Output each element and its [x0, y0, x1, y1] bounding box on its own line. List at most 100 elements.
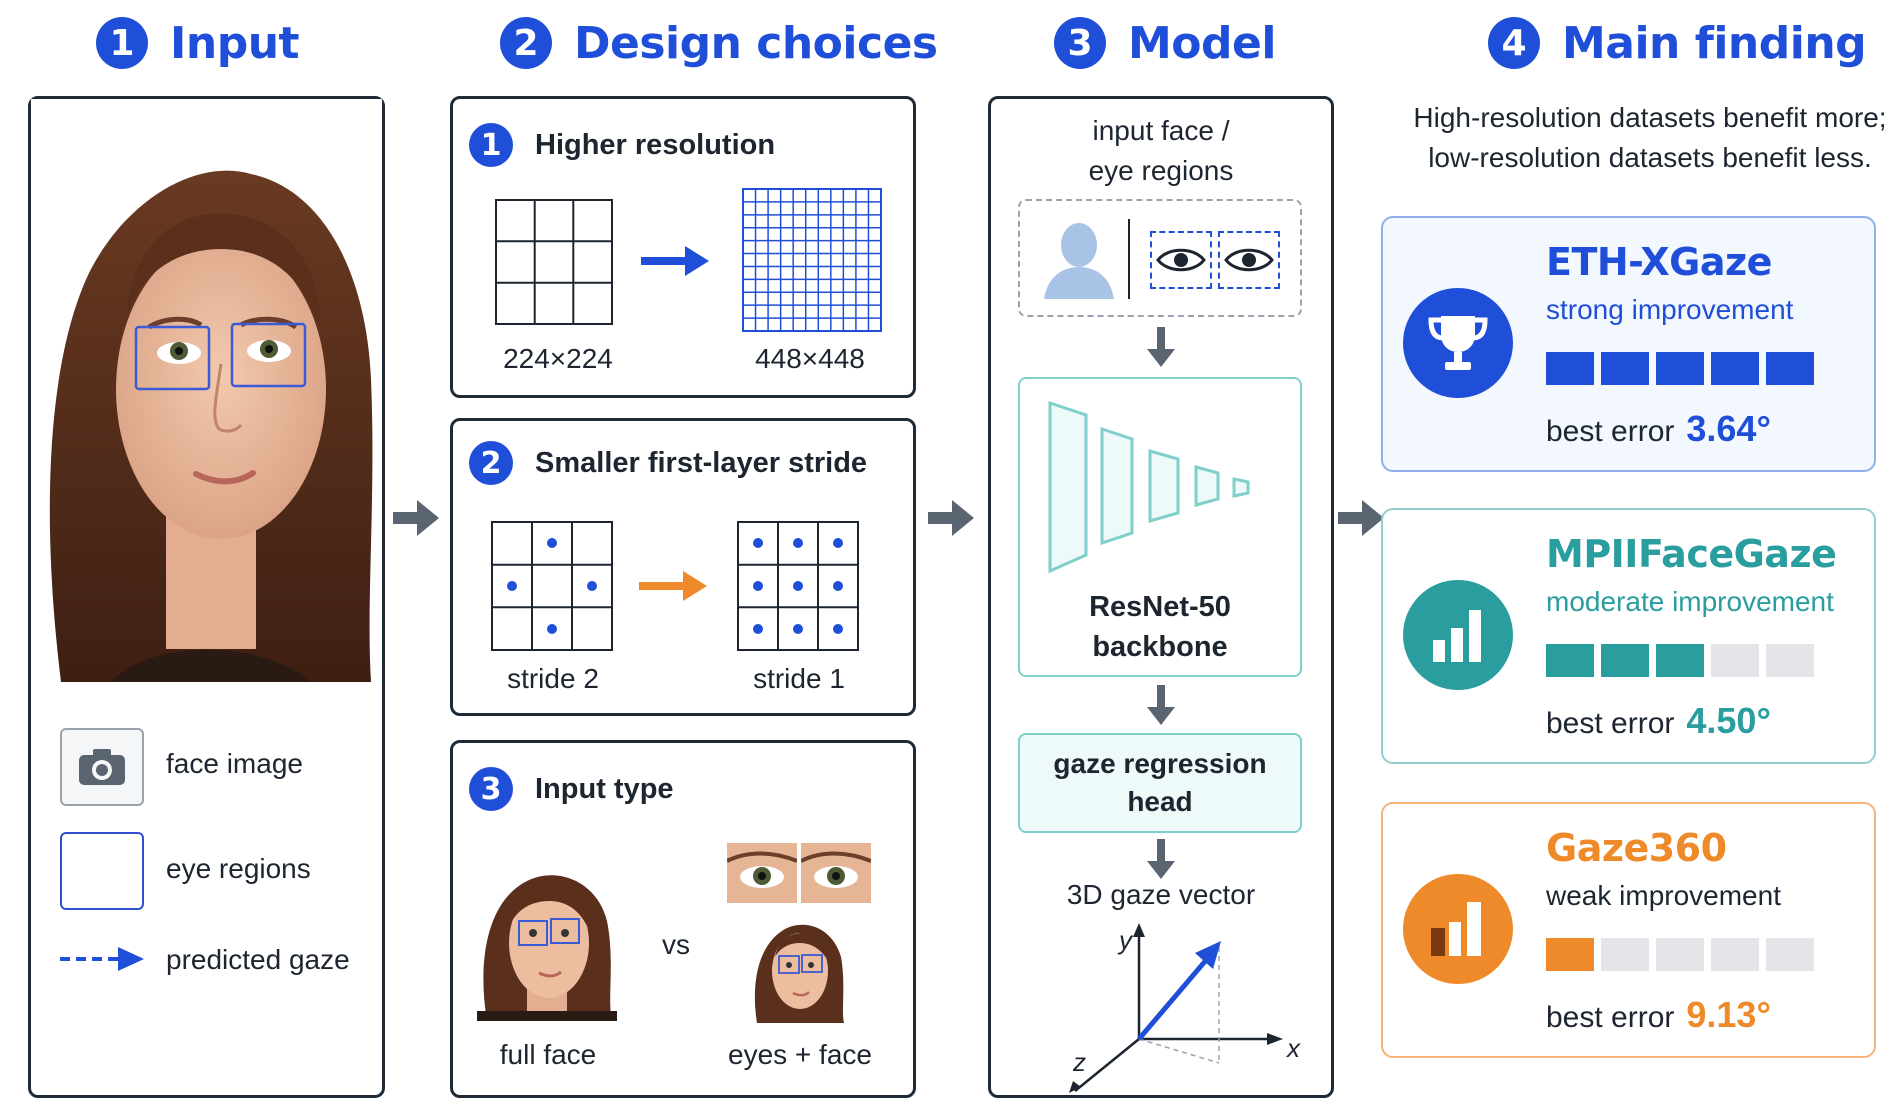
rating-segment-empty: [1711, 644, 1759, 677]
axis-y-label: y: [1119, 925, 1132, 955]
rating-segment-filled: [1546, 352, 1594, 385]
regression-head-box: gaze regression head: [1018, 733, 1302, 833]
rating-segment-filled: [1766, 352, 1814, 385]
flow-arrow-icon: [393, 500, 439, 536]
stride-1-label: stride 1: [753, 663, 845, 694]
best-error-value: 4.50°: [1686, 700, 1771, 741]
resolution-high-label: 448×448: [755, 343, 865, 374]
improvement-label: moderate improvement: [1546, 586, 1834, 617]
bar-chart-icon: [1403, 580, 1513, 690]
best-error: best error 4.50°: [1546, 700, 1771, 742]
axis-x-label: x: [1287, 1033, 1300, 1063]
improvement-label: strong improvement: [1546, 294, 1794, 325]
choice-title: Smaller first-layer stride: [535, 446, 868, 479]
finding-card: MPIIFaceGaze moderate improvement best err…: [1381, 508, 1876, 764]
arrow-down-icon: [1147, 839, 1175, 879]
choice-number: 1: [469, 123, 513, 167]
input-preview-box: [1018, 199, 1302, 317]
dataset-name: Gaze360: [1546, 826, 1727, 870]
section-number: 4: [1488, 17, 1540, 69]
model-panel: input face / eye regions ResNet-50 backb…: [988, 96, 1334, 1098]
arrow-right-icon: [641, 246, 709, 276]
3d-axes-diagram: [1069, 923, 1283, 1093]
finding-description-2: low-resolution datasets benefit less.: [1428, 142, 1872, 173]
arrow-down-icon: [1147, 327, 1175, 367]
rating-segment-filled: [1711, 352, 1759, 385]
backbone-label-2: backbone: [1092, 631, 1228, 663]
rating-segment-empty: [1766, 644, 1814, 677]
resolution-low-label: 224×224: [503, 343, 613, 374]
section-title: Main finding: [1562, 17, 1867, 69]
arrow-right-orange-icon: [639, 571, 707, 601]
eye-icon: [1156, 248, 1206, 272]
arrow-down-icon: [1147, 685, 1175, 725]
best-error-label: best error: [1546, 707, 1675, 740]
head-label-1: gaze regression: [1053, 748, 1267, 779]
small-face-thumbnail: [751, 915, 847, 1023]
design-choice-higher-resolution: 1 Higher resolution 224×224 448×448: [450, 96, 916, 398]
flow-arrow-icon: [928, 500, 974, 536]
section-title: Model: [1128, 17, 1276, 69]
rating-segment-empty: [1656, 938, 1704, 971]
grid-3x3: [495, 199, 613, 325]
choice-number: 2: [469, 441, 513, 485]
trophy-icon: [1403, 288, 1513, 398]
rating-segment-filled: [1601, 644, 1649, 677]
rating-segment-filled: [1546, 644, 1594, 677]
stride-1-grid: [737, 521, 859, 651]
best-error-label: best error: [1546, 415, 1675, 448]
flow-arrow-icon: [1338, 500, 1384, 536]
best-error-value: 9.13°: [1686, 994, 1771, 1035]
vs-label: vs: [662, 929, 690, 960]
section-header-main-finding: 4 Main finding: [1488, 12, 1867, 74]
section-header-input: 1 Input: [96, 12, 300, 74]
axis-z-label: z: [1073, 1047, 1086, 1077]
eye-crop-right: [801, 843, 871, 903]
eye-region-box-right: [230, 322, 307, 388]
dashed-arrow-icon: [60, 947, 144, 971]
rating-segment-empty: [1766, 938, 1814, 971]
section-header-design-choices: 2 Design choices: [500, 12, 938, 74]
finding-description-1: High-resolution datasets benefit more;: [1413, 102, 1887, 133]
model-input-label-2: eye regions: [1088, 155, 1234, 186]
section-number: 3: [1054, 17, 1106, 69]
section-title: Input: [170, 17, 300, 69]
input-panel: face image eye regions predicted gaze: [28, 96, 385, 1098]
legend-face-image: face image: [166, 748, 303, 779]
eye-region-legend-box: [60, 832, 144, 910]
section-header-model: 3 Model: [1054, 12, 1276, 74]
cnn-layers-icon: [1048, 400, 1250, 574]
best-error-value: 3.64°: [1686, 408, 1771, 449]
choice-number: 3: [469, 767, 513, 811]
design-choice-input-type: 3 Input type vs full face eyes + face: [450, 740, 916, 1098]
legend-predicted-gaze: predicted gaze: [166, 944, 350, 975]
rating-segment-empty: [1711, 938, 1759, 971]
full-face-label: full face: [499, 1039, 597, 1070]
eyes-face-label: eyes + face: [728, 1039, 872, 1070]
eye-crop-left: [727, 843, 797, 903]
rating-segment-filled: [1656, 352, 1704, 385]
rating-segment-filled: [1546, 938, 1594, 971]
grid-fine: [742, 188, 882, 332]
person-silhouette-icon: [1044, 223, 1114, 299]
choice-title: Higher resolution: [535, 128, 776, 161]
rating-segment-filled: [1656, 644, 1704, 677]
eye-box-left: [1150, 231, 1212, 289]
full-face-thumbnail: [477, 861, 617, 1021]
dataset-name: MPIIFaceGaze: [1546, 532, 1837, 576]
best-error: best error 3.64°: [1546, 408, 1771, 450]
stride-2-label: stride 2: [507, 663, 599, 694]
model-input-label-1: input face /: [1092, 115, 1230, 146]
gaze-vector-label: 3D gaze vector: [1066, 879, 1256, 910]
camera-icon: [60, 728, 144, 806]
eye-box-right: [1218, 231, 1280, 289]
face-photo: [31, 99, 382, 682]
head-label-2: head: [1127, 786, 1193, 817]
dataset-name: ETH-XGaze: [1546, 240, 1772, 284]
eye-region-box-left: [134, 325, 211, 391]
eye-icon: [1224, 248, 1274, 272]
section-title: Design choices: [574, 17, 938, 69]
design-choice-stride: 2 Smaller first-layer stride stride 2 st…: [450, 418, 916, 716]
